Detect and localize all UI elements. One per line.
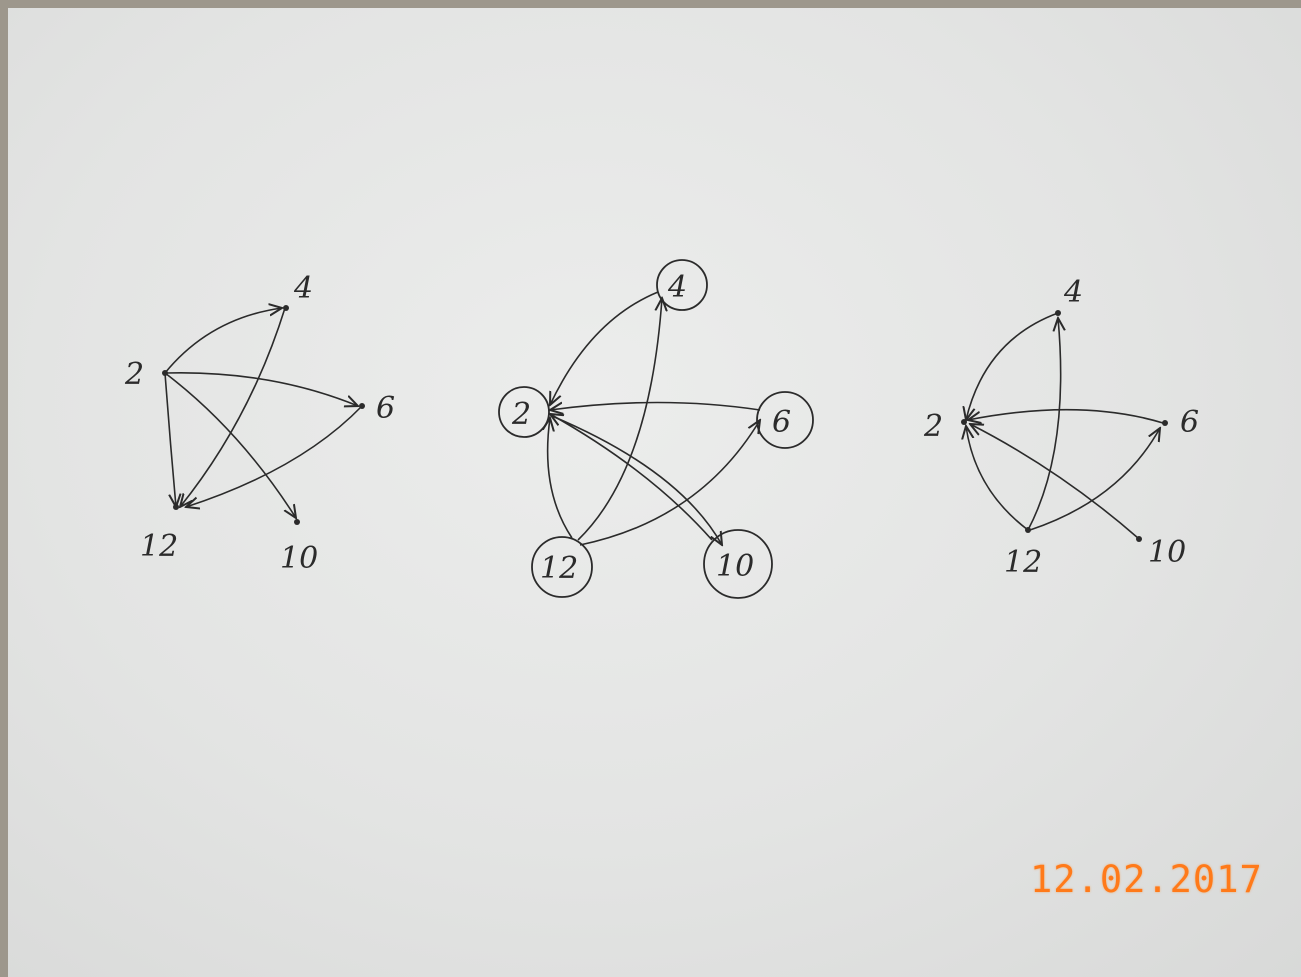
graph-3-edge-12-6	[1029, 428, 1160, 531]
graph-3-label-4: 4	[1063, 275, 1083, 310]
graph-1-edge-4-12	[180, 307, 286, 507]
date-stamp: 12.02.2017	[1030, 858, 1263, 901]
graph-2-label-12: 12	[540, 551, 578, 586]
graph-1-edge-2-10	[164, 372, 296, 518]
graph-2-label-2: 2	[511, 397, 531, 432]
graph-3-node-10	[1136, 536, 1142, 542]
graph-2-edge-10-2	[550, 414, 713, 541]
graph-2-label-10: 10	[716, 549, 754, 584]
graph-1-label-6: 6	[376, 391, 395, 426]
graph-1-label-12: 12	[140, 529, 178, 564]
graph-2-edge-12-4	[577, 298, 662, 541]
graph-2-node-4-ring	[656, 259, 708, 311]
graph-2: 4 2 6 12 10	[498, 259, 814, 599]
graph-3-node-2	[961, 419, 967, 425]
graph-3-edge-10-2	[970, 424, 1139, 539]
graph-1-edge-6-12	[186, 405, 363, 507]
graph-3-edge-4-2	[966, 312, 1059, 420]
graph-1-edge-2-12	[164, 372, 176, 507]
graph-3-label-12: 12	[1004, 545, 1042, 580]
graph-2-node-12-ring	[531, 536, 593, 598]
graph-3-edge-6-2	[968, 408, 1164, 423]
graph-2-edge-2-10	[551, 415, 722, 545]
graph-1-label-2: 2	[124, 357, 144, 392]
graph-1-edge-2-6	[164, 371, 358, 406]
graph-2-label-6: 6	[772, 405, 791, 440]
graph-2-edge-4-2	[550, 291, 659, 405]
graph-2-node-10-ring	[703, 529, 773, 599]
graph-3-edge-12-4	[1027, 318, 1061, 531]
graph-1-node-4	[283, 305, 289, 311]
graph-2-edge-12-2	[548, 418, 573, 539]
graph-3-label-6: 6	[1180, 405, 1199, 440]
graph-3: 4 2 6 12 10	[923, 275, 1199, 580]
paper-sheet	[8, 8, 1301, 977]
graph-3-node-12	[1025, 527, 1031, 533]
graph-3-label-10: 10	[1148, 535, 1186, 570]
graph-3-label-2: 2	[923, 409, 943, 444]
graph-3-node-4	[1055, 310, 1061, 316]
graph-1-edge-2-4	[164, 308, 282, 374]
graph-1-label-4: 4	[293, 271, 313, 306]
graph-3-node-6	[1162, 420, 1168, 426]
graph-1-node-2	[162, 370, 168, 376]
graph-1-node-10	[294, 519, 300, 525]
graph-1-node-12	[173, 504, 179, 510]
graph-1-node-6	[359, 403, 365, 409]
graph-1: 2 4 6 12 10	[124, 271, 395, 576]
graph-3-edge-12-2	[966, 426, 1029, 531]
graph-2-edge-12-6	[579, 420, 760, 546]
graph-2-label-4: 4	[667, 270, 687, 305]
graph-1-label-10: 10	[280, 541, 318, 576]
graph-2-edge-6-2	[550, 403, 761, 411]
